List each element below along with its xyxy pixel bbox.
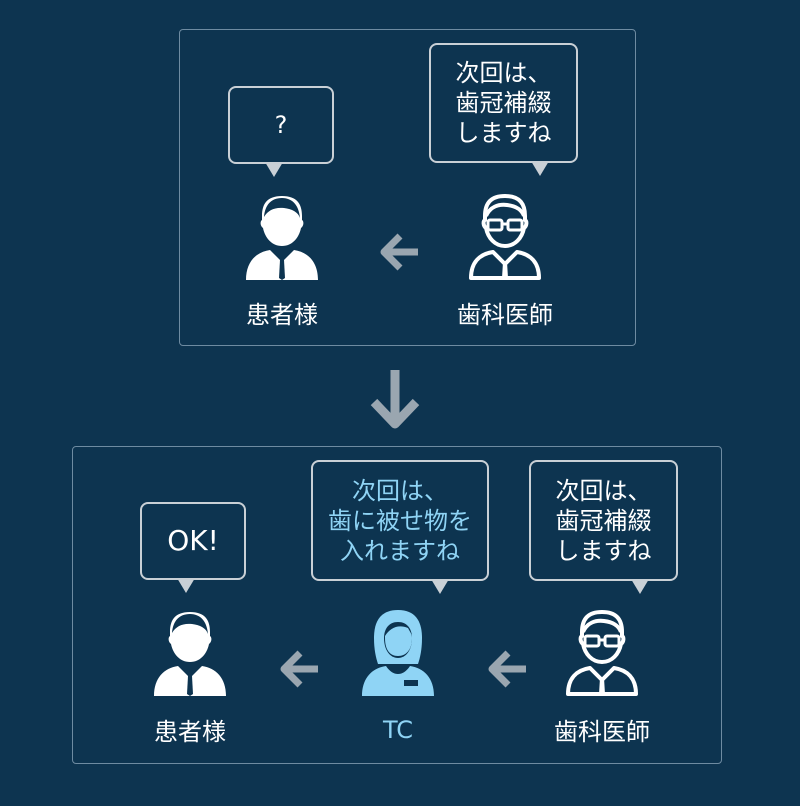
bottom-patient-person-icon [150,606,230,696]
bottom-arrow-left-icon-2 [488,650,528,692]
bottom-patient-speech-bubble: OK! [140,502,246,593]
bottom-patient-speech-text: OK! [167,524,219,557]
bottom-tc-speech-text: 次回は、 歯に被せ物を 入れますね [328,476,472,565]
bottom-dentist-speech-bubble: 次回は、 歯冠補綴 しますね [529,460,678,594]
speech-bubble-tail [431,579,449,594]
speech-bubble-tail [265,162,283,177]
bottom-arrow-left-icon-1 [280,650,320,692]
speech-bubble-tail [177,578,195,593]
speech-bubble-tail [631,579,649,594]
top-dentist-speech-text: 次回は、 歯冠補綴 しますね [455,59,552,147]
top-arrow-left-icon [380,233,420,275]
bottom-dentist-speech-text: 次回は、 歯冠補綴 しますね [555,476,652,565]
bottom-tc-label: TC [382,716,413,744]
bottom-tc-speech-bubble: 次回は、 歯に被せ物を 入れますね [311,460,489,594]
bottom-dentist-label: 歯科医師 [554,718,650,746]
top-patient-speech-text: ? [274,111,288,139]
speech-bubble-tail [531,161,549,176]
top-dentist-person-icon [465,190,545,280]
top-patient-speech-bubble: ? [228,86,334,177]
top-dentist-speech-bubble: 次回は、 歯冠補綴 しますね [429,43,578,176]
top-patient-person-icon [242,190,322,280]
bottom-tc-person-icon [358,606,438,696]
bottom-dentist-person-icon [562,606,642,696]
top-patient-label: 患者様 [246,301,318,329]
flow-arrow-down-icon [370,368,420,434]
bottom-patient-label: 患者様 [154,718,226,746]
top-dentist-label: 歯科医師 [457,301,553,329]
